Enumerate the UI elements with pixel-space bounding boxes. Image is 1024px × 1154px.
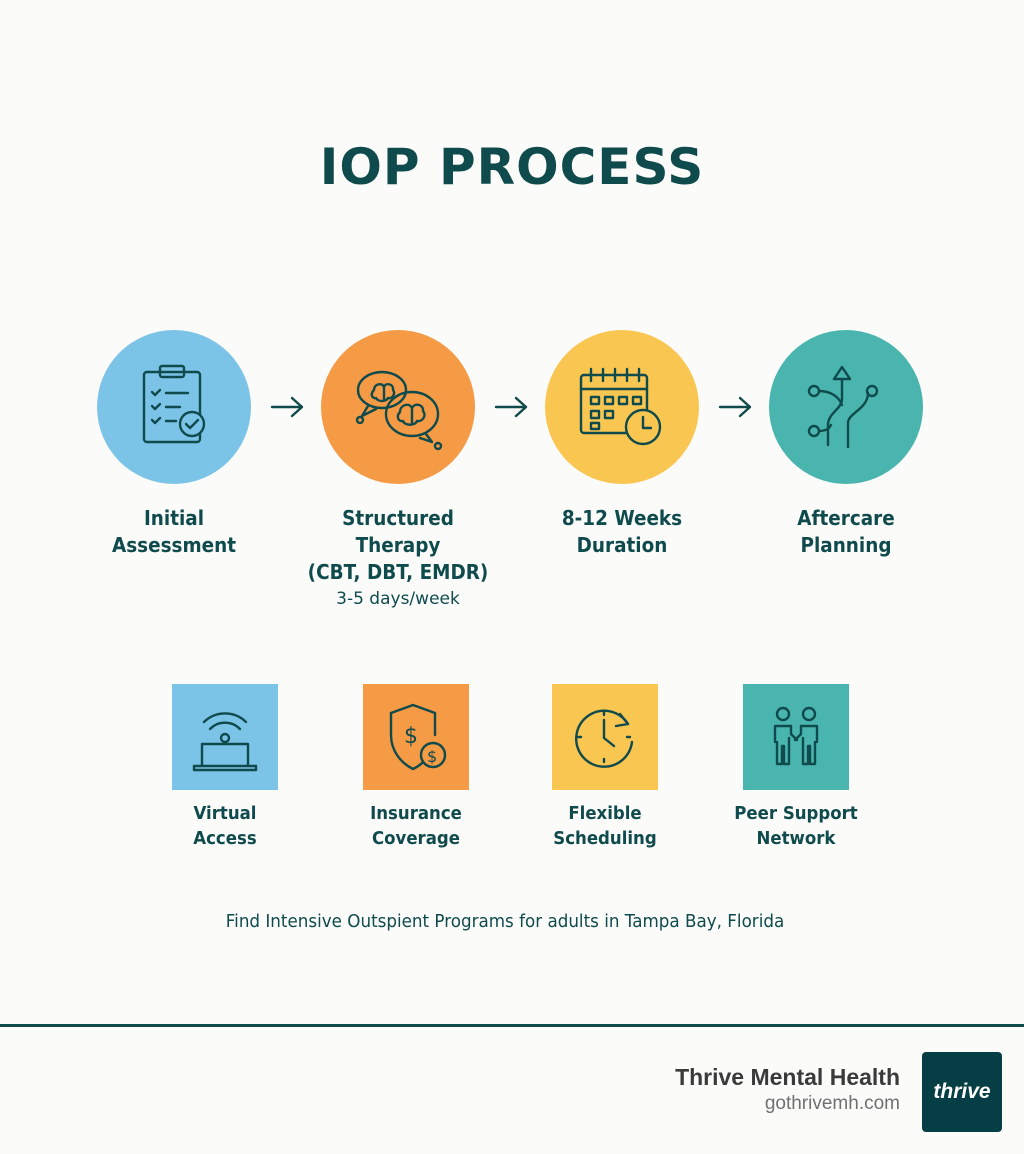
thrive-logo: thrive [922,1052,1002,1132]
feature-flexible-scheduling-tile [552,684,658,790]
brand-url[interactable]: gothrivemh.com [764,1093,900,1114]
clipboard-check-icon [142,364,206,444]
feature-title: Network [756,828,836,849]
calendar-clock-icon [579,367,662,446]
step-duration-label: 8-12 Weeks Duration [512,505,732,559]
feature-title: Peer Support [734,803,858,824]
step-initial-assessment-label: Initial Assessment [64,505,284,559]
step-title: 8-12 Weeks [561,506,683,530]
feature-peer-support-tile [743,684,849,790]
svg-text:$: $ [404,724,418,749]
shield-dollar-icon: $ $ [389,703,447,771]
arrow-right-icon [270,396,304,418]
clock-refresh-icon [575,709,634,768]
step-title: Structured Therapy [342,506,454,557]
arrow-right-icon [494,396,528,418]
feature-insurance-tile: $ $ [363,684,469,790]
step-title: Assessment [111,533,237,557]
page-title: IOP PROCESS [319,138,705,196]
feature-title: Flexible [568,803,642,824]
step-structured-therapy-label: Structured Therapy (CBT, DBT, EMDR) 3-5 … [288,505,508,613]
feature-title: Insurance [370,803,462,824]
laptop-wifi-icon [192,712,258,772]
caption: Find Intensive Outspient Programs for ad… [225,911,785,932]
step-aftercare-label: Aftercare Planning [736,505,956,559]
people-holding-hands-icon [773,706,819,766]
feature-title: Virtual [193,803,257,824]
feature-title: Access [193,828,257,849]
feature-title: Scheduling [553,828,657,849]
step-aftercare-circle [769,330,923,484]
footer-brand: Thrive Mental Health gothrivemh.com [675,1064,900,1115]
step-title: (CBT, DBT, EMDR) [307,560,489,584]
step-title: Initial [143,506,205,530]
step-initial-assessment-circle [97,330,251,484]
feature-virtual-access-tile [172,684,278,790]
step-title: Aftercare [797,506,895,530]
step-duration-circle [545,330,699,484]
step-structured-therapy-circle [321,330,475,484]
svg-text:$: $ [427,747,437,766]
footer-divider [0,1024,1024,1027]
brand-name: Thrive Mental Health [675,1064,900,1090]
brain-speech-icon [355,370,443,451]
logo-text: thrive [933,1080,991,1103]
step-title: Duration [576,533,668,557]
branching-path-icon [807,365,879,449]
step-title: Planning [800,533,892,557]
arrow-right-icon [718,396,752,418]
step-subtitle: 3-5 days/week [336,589,460,609]
feature-title: Coverage [371,828,460,849]
